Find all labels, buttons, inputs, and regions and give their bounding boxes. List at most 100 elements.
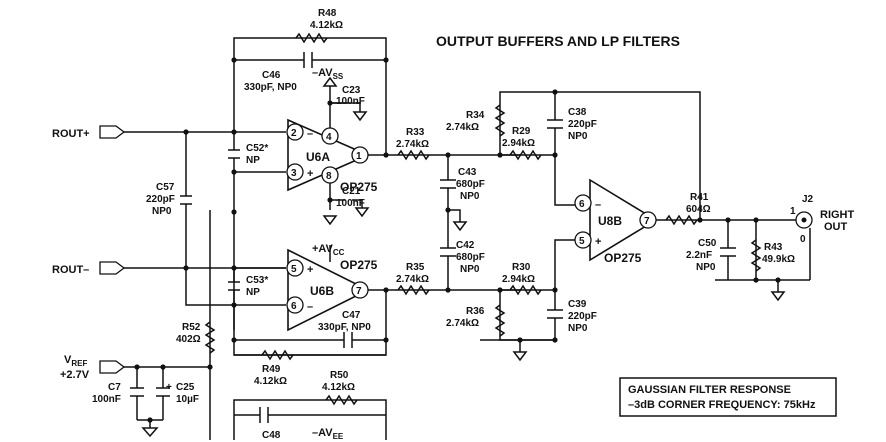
r48-value: 4.12kΩ [310,20,343,31]
c21-name: C21 [342,186,361,197]
pin-number: 6 [291,301,297,312]
c42-value-2: NP0 [460,264,480,275]
pin-number: 5 [291,264,297,275]
note-line-2: –3dB CORNER FREQUENCY: 75kHz [628,399,816,411]
vref-value: +2.7V [60,369,90,381]
r52-name: R52 [182,322,201,333]
r35-name: R35 [406,262,425,273]
pin-number: 4 [326,132,332,143]
r36-value: 2.74kΩ [446,318,479,329]
r33-value: 2.74kΩ [396,139,429,150]
note-box [619,377,837,417]
r52-value: 402Ω [176,334,201,345]
c43-value-2: NP0 [460,191,480,202]
pin-circles [286,123,813,314]
c25-value: 10µF [176,394,199,405]
r29-value: 2.94kΩ [502,138,535,149]
wiring [122,37,811,440]
minus-sign: – [307,128,313,140]
c38-name: C38 [568,107,587,118]
r30-name: R30 [512,262,531,273]
c7-value: 100nF [92,394,121,405]
c21-value: 100nF [336,198,365,209]
c47-name: C47 [342,310,361,321]
c47-value: 330pF, NP0 [318,322,371,333]
c52-name: C52* [246,143,268,154]
u6b-part: OP275 [340,258,378,272]
c53-name: C53* [246,275,268,286]
avss-label: –AVSS [312,67,344,81]
c43-value: 680pF [456,179,485,190]
r34-value: 2.74kΩ [446,122,479,133]
c48-name: C48 [262,430,281,441]
r49-value: 4.12kΩ [254,376,287,387]
c38-value-2: NP0 [568,131,588,142]
junction-dots [134,57,781,423]
pin-number: 8 [326,171,332,182]
rout-plus-port [99,125,126,139]
c53-value: NP [246,287,260,298]
pin-number: 5 [579,236,585,247]
c50-name: C50 [698,238,717,249]
avcc-label: +AVCC [312,243,345,257]
r36-name: R36 [466,306,485,317]
c39-value: 220pF [568,311,597,322]
r50-name: R50 [330,370,349,381]
u6b-label: U6B [310,284,334,298]
pin-number: 2 [291,128,297,139]
u8b-opamp [589,178,658,262]
minus-sign: – [595,199,601,211]
c46-name: C46 [262,70,281,81]
pin-number: 3 [291,168,297,179]
r33-name: R33 [406,127,425,138]
rout-minus-label: ROUT– [52,264,89,276]
c23-name: C23 [342,85,361,96]
c57-name: C57 [156,182,175,193]
c43-name: C43 [458,167,477,178]
c42-name: C42 [456,240,475,251]
r35-value: 2.74kΩ [396,274,429,285]
vref-label: VREF [64,354,87,368]
vref-port [99,360,126,374]
r48-name: R48 [318,8,337,19]
c39-name: C39 [568,299,587,310]
note-line-1: GAUSSIAN FILTER RESPONSE [628,384,791,396]
r41-name: R41 [690,192,709,203]
c25-polarity: + [166,382,172,393]
r50-value: 4.12kΩ [322,382,355,393]
rout-plus-label: ROUT+ [52,128,90,140]
c57-value-2: NP0 [152,206,172,217]
avee-label: –AVEE [312,427,344,441]
pin-number: 6 [579,199,585,210]
j2-pin1: 1 [790,206,796,217]
plus-sign: + [307,168,313,180]
u8b-part: OP275 [604,251,642,265]
u6a-part: OP275 [340,180,378,194]
diagram-title: OUTPUT BUFFERS AND LP FILTERS [436,33,680,49]
j2-name: J2 [802,194,814,205]
c57-value: 220pF [146,194,175,205]
u6a-label: U6A [306,150,330,164]
pin-number: 7 [356,286,362,297]
c25-name: C25 [176,382,195,393]
pin-number: 7 [644,216,650,227]
minus-sign: – [307,301,313,313]
c38-value: 220pF [568,119,597,130]
c50-value: 2.2nF [686,250,712,261]
c39-value-2: NP0 [568,323,588,334]
c42-value: 680pF [456,252,485,263]
r30-value: 2.94kΩ [502,274,535,285]
r29-name: R29 [512,126,531,137]
r43-value: 49.9kΩ [762,254,795,265]
plus-sign: + [595,236,601,248]
rout-minus-port [99,261,126,275]
pin-number: 1 [356,151,362,162]
c50-value-2: NP0 [696,262,716,273]
c52-value: NP [246,155,260,166]
u6b-opamp [287,248,370,332]
right-out-label-2: OUT [824,221,848,233]
plus-sign: + [307,264,313,276]
c23-value: 100nF [336,96,365,107]
right-out-label: RIGHT [820,209,855,221]
